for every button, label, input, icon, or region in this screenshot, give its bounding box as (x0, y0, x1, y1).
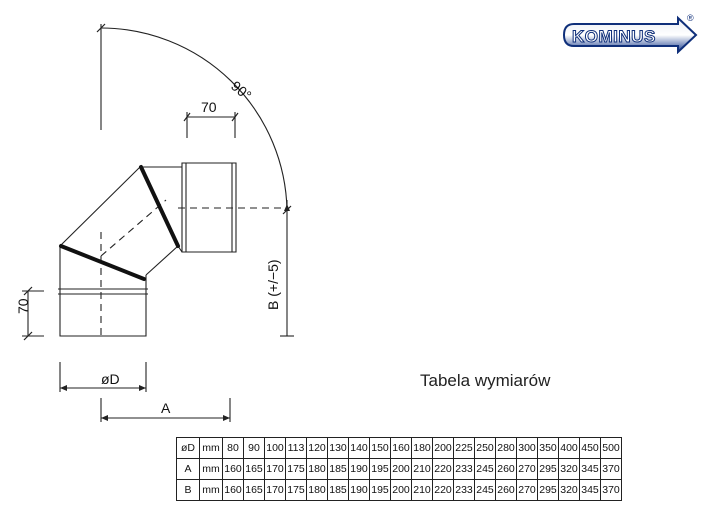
seam-upper (139, 165, 180, 248)
value-cell: 300 (516, 437, 538, 459)
dim-b-label: B (+/−5) (265, 259, 281, 310)
value-cell: 130 (327, 437, 349, 459)
value-cell: 345 (579, 479, 601, 501)
value-cell: 270 (516, 479, 538, 501)
value-cell: 180 (306, 458, 328, 480)
value-cell: 185 (327, 458, 349, 480)
value-cell: 280 (495, 437, 517, 459)
value-cell: 195 (369, 458, 391, 480)
value-cell: 295 (537, 458, 559, 480)
arrow-a-right (223, 415, 230, 421)
value-cell: 270 (516, 458, 538, 480)
tick-left-top (23, 286, 33, 296)
socket-length-label: 70 (201, 99, 217, 115)
unit-cell: mm (199, 437, 223, 459)
tick-arc-top (96, 23, 106, 33)
value-cell: 210 (411, 458, 433, 480)
value-cell: 220 (432, 458, 454, 480)
value-cell: 245 (474, 479, 496, 501)
value-cell: 170 (264, 479, 286, 501)
unit-cell: mm (199, 458, 223, 480)
arrow-a-left (101, 415, 108, 421)
value-cell: 160 (222, 458, 244, 480)
value-cell: 400 (558, 437, 580, 459)
value-cell: 195 (369, 479, 391, 501)
value-cell: 220 (432, 479, 454, 501)
middle-segment (59, 166, 182, 276)
value-cell: 200 (390, 479, 412, 501)
value-cell: 500 (600, 437, 622, 459)
value-cell: 260 (495, 458, 517, 480)
value-cell: 345 (579, 458, 601, 480)
tick-socket-right (231, 112, 239, 122)
value-cell: 190 (348, 458, 370, 480)
row-header-cell: A (176, 458, 200, 480)
value-cell: 80 (222, 437, 244, 459)
logo-arrow-shape (562, 15, 698, 55)
angle-arc (100, 27, 288, 211)
row-header-cell: B (176, 479, 200, 501)
value-cell: 185 (327, 479, 349, 501)
tick-left-bottom (23, 331, 33, 341)
value-cell: 175 (285, 458, 307, 480)
bottom-length-label: 70 (15, 298, 31, 314)
value-cell: 180 (306, 479, 328, 501)
kominus-logo: KOMINUS ® (560, 12, 700, 55)
value-cell: 100 (264, 437, 286, 459)
value-cell: 295 (537, 479, 559, 501)
value-cell: 250 (474, 437, 496, 459)
unit-cell: mm (199, 479, 223, 501)
value-cell: 190 (348, 479, 370, 501)
arrow-d-left (60, 385, 67, 391)
value-cell: 245 (474, 458, 496, 480)
value-cell: 200 (390, 458, 412, 480)
socket (181, 162, 237, 253)
value-cell: 450 (579, 437, 601, 459)
value-cell: 165 (243, 458, 265, 480)
value-cell: 150 (369, 437, 391, 459)
value-cell: 113 (285, 437, 307, 459)
registered-mark: ® (687, 13, 694, 23)
value-cell: 233 (453, 458, 475, 480)
value-cell: 160 (390, 437, 412, 459)
logo-wordmark: KOMINUS (572, 27, 656, 46)
value-cell: 90 (243, 437, 265, 459)
value-cell: 370 (600, 458, 622, 480)
value-cell: 180 (411, 437, 433, 459)
seam-lower (59, 244, 146, 281)
diameter-label: øD (101, 371, 120, 387)
bottom-segment (59, 246, 147, 337)
value-cell: 200 (432, 437, 454, 459)
value-cell: 120 (306, 437, 328, 459)
value-cell: 225 (453, 437, 475, 459)
value-cell: 320 (558, 458, 580, 480)
table-title: Tabela wymiarów (420, 371, 551, 390)
value-cell: 233 (453, 479, 475, 501)
row-header-cell: øD (176, 437, 200, 459)
value-cell: 210 (411, 479, 433, 501)
value-cell: 165 (243, 479, 265, 501)
value-cell: 140 (348, 437, 370, 459)
tick-arc-right (282, 205, 292, 215)
dim-a-label: A (161, 400, 171, 416)
value-cell: 175 (285, 479, 307, 501)
centerline-diagonal (100, 199, 167, 257)
value-cell: 320 (558, 479, 580, 501)
value-cell: 370 (600, 479, 622, 501)
value-cell: 260 (495, 479, 517, 501)
value-cell: 160 (222, 479, 244, 501)
arrow-d-right (139, 385, 146, 391)
value-cell: 170 (264, 458, 286, 480)
value-cell: 350 (537, 437, 559, 459)
tick-socket-left (183, 112, 191, 122)
